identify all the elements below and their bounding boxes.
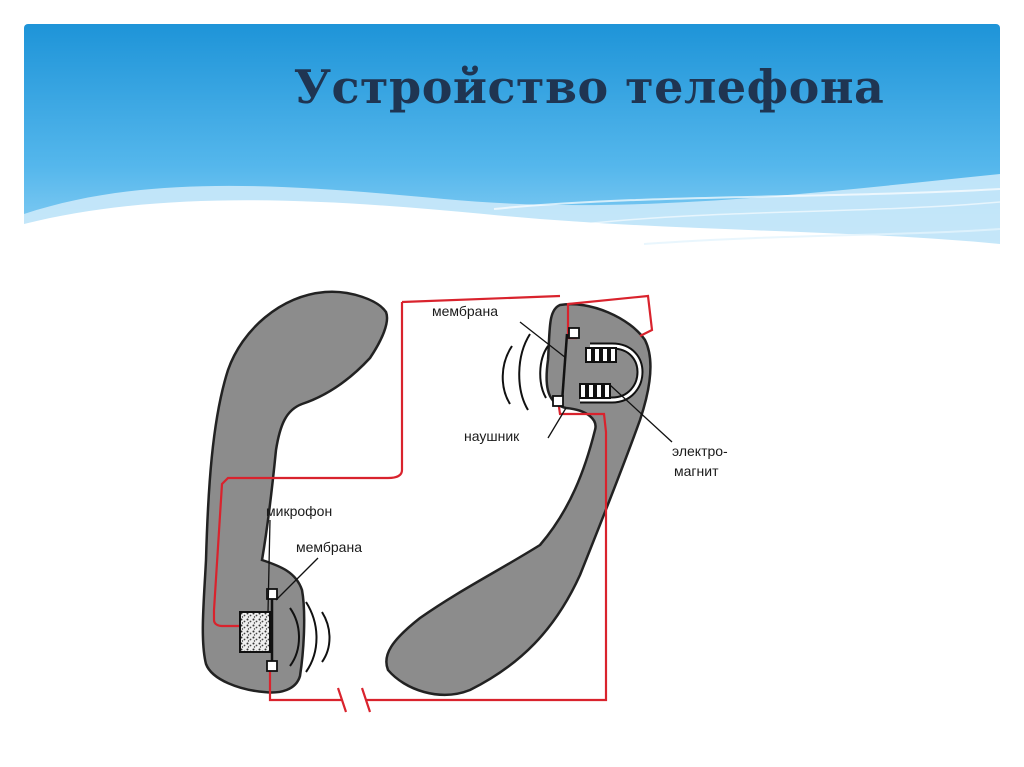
- earpiece-contact-top: [568, 327, 580, 339]
- label-microphone: микрофон: [266, 503, 332, 519]
- sound-waves-earpiece: [501, 333, 549, 411]
- slide-title: Устройство телефона: [293, 60, 885, 114]
- leader-lines: [267, 321, 673, 613]
- header-banner: [24, 24, 1000, 284]
- label-electromagnet-line1: электро-: [672, 443, 728, 459]
- header-wave-graphic: [24, 24, 1000, 284]
- sound-waves-mic: [289, 601, 331, 673]
- earpiece-membrane: [560, 333, 569, 403]
- microphone-carbon-granules: [239, 611, 271, 653]
- membrane-contact-bottom: [266, 660, 278, 672]
- membrane-contact-top: [266, 588, 278, 600]
- label-membrane-mic: мембрана: [296, 539, 362, 555]
- label-electromagnet-line2: магнит: [674, 463, 719, 479]
- left-handset: [201, 290, 389, 694]
- electromagnet: [579, 342, 644, 404]
- label-membrane-receiver: мембрана: [432, 303, 498, 319]
- label-earpiece: наушник: [464, 428, 520, 444]
- earpiece-contact-bottom: [552, 395, 564, 407]
